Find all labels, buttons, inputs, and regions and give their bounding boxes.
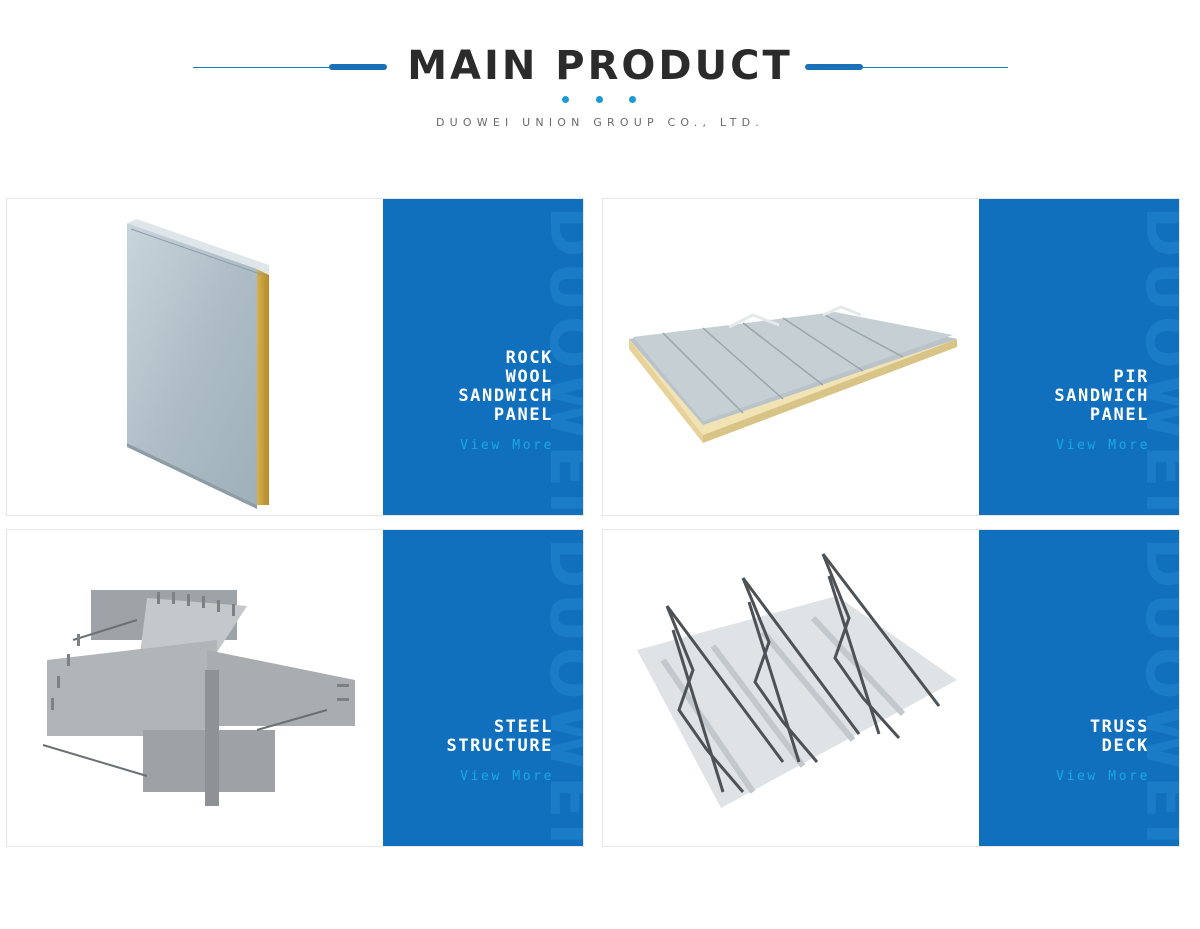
duowei-watermark: DUOWEI — [536, 537, 584, 847]
page-title: MAIN PRODUCT — [407, 43, 793, 89]
duowei-watermark: DUOWEI — [536, 206, 584, 516]
duowei-watermark: DUOWEI — [1132, 206, 1180, 516]
header-line-right — [806, 67, 1008, 68]
steel-structure-image — [42, 590, 355, 806]
product-card-truss-deck[interactable]: DUOWEI TRUSS DECK View More — [602, 529, 1180, 847]
header-line-left — [193, 67, 386, 68]
product-card-steel-structure[interactable]: DUOWEI STEEL STRUCTURE View More — [6, 529, 584, 847]
view-more-link[interactable]: View More — [460, 438, 554, 453]
product-panel: DUOWEI TRUSS DECK View More — [979, 530, 1180, 847]
product-name: STEEL STRUCTURE — [446, 717, 553, 756]
header-dot — [596, 96, 603, 103]
pir-panel-image — [629, 305, 957, 443]
view-more-link[interactable]: View More — [460, 769, 554, 784]
svg-text:DUOWEI: DUOWEI — [1132, 206, 1180, 516]
product-panel: DUOWEI PIR SANDWICH PANEL View More — [979, 199, 1180, 516]
view-more-link[interactable]: View More — [1056, 769, 1150, 784]
header-dot — [629, 96, 636, 103]
rock-wool-panel-image — [127, 219, 269, 509]
svg-text:DUOWEI: DUOWEI — [1132, 537, 1180, 847]
product-card-rock-wool[interactable]: DUOWEI ROCK WOOL SANDWICH PANEL View Mor… — [6, 198, 584, 516]
svg-text:DUOWEI: DUOWEI — [536, 206, 584, 516]
truss-deck-image — [637, 553, 957, 808]
product-card-pir[interactable]: DUOWEI PIR SANDWICH PANEL View More — [602, 198, 1180, 516]
svg-text:DUOWEI: DUOWEI — [536, 537, 584, 847]
product-name: PIR SANDWICH PANEL — [1054, 367, 1149, 425]
product-name: ROCK WOOL SANDWICH PANEL — [458, 348, 553, 425]
product-name: TRUSS DECK — [1089, 717, 1149, 756]
header-dots — [562, 96, 638, 104]
section-header: MAIN PRODUCT DUOWEI UNION GROUP CO., LTD… — [0, 0, 1200, 150]
duowei-watermark: DUOWEI — [1132, 537, 1180, 847]
header-dot — [562, 96, 569, 103]
header-bar-left — [329, 64, 387, 70]
view-more-link[interactable]: View More — [1056, 438, 1150, 453]
product-panel: DUOWEI ROCK WOOL SANDWICH PANEL View Mor… — [383, 199, 584, 516]
product-panel: DUOWEI STEEL STRUCTURE View More — [383, 530, 584, 847]
company-subtitle: DUOWEI UNION GROUP CO., LTD. — [436, 116, 764, 129]
